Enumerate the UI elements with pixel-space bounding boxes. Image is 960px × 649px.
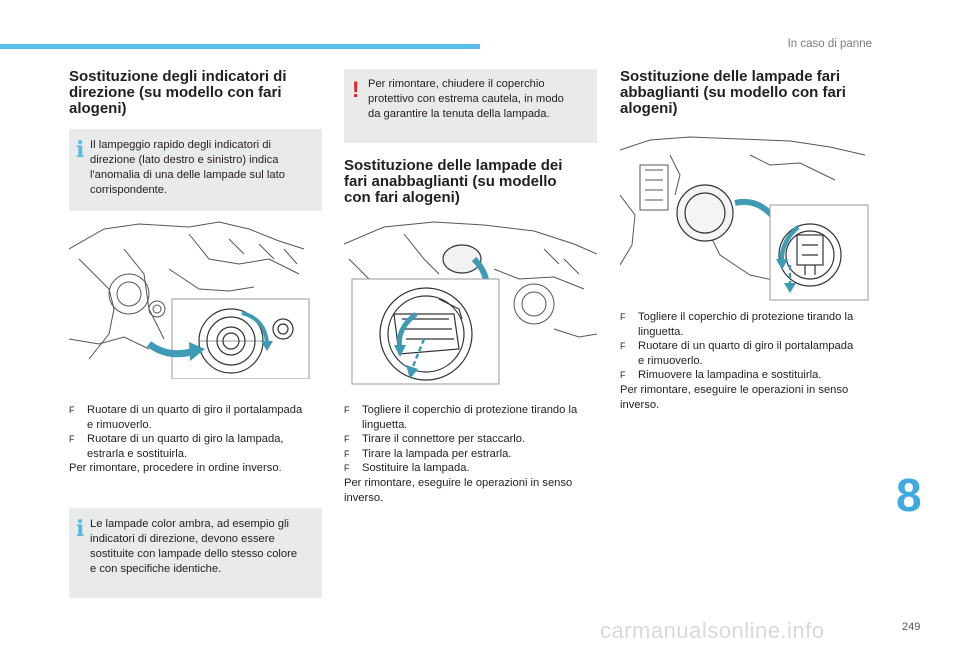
bullet-icon: F: [344, 463, 350, 474]
info-icon: i: [76, 516, 85, 542]
info-box-indicator-flashing: i Il lampeggio rapido degli indicatori d…: [69, 129, 322, 211]
bullet-icon: F: [620, 370, 626, 381]
title-main-beam: Sostituzione delle lampade fari abbaglia…: [620, 68, 846, 117]
reassembly-note: Per rimontare, eseguire le operazioni in…: [344, 476, 573, 489]
chapter-number: 8: [896, 469, 922, 521]
page-number: 249: [902, 621, 921, 633]
step-item: F Tirare il connettore per staccarlo.: [344, 433, 526, 446]
step-item: F Togliere il coperchio di protezione ti…: [344, 404, 578, 431]
bullet-icon: F: [69, 434, 75, 445]
step-item: F Togliere il coperchio di protezione ti…: [620, 311, 854, 338]
step-item: F Sostituire la lampada.: [344, 462, 470, 475]
reassembly-note-cont: inverso.: [620, 398, 660, 411]
step-item: F Ruotare di un quarto di giro la lampad…: [69, 433, 284, 460]
step-item: F Tirare la lampada per estrarla.: [344, 447, 512, 460]
reassembly-note-cont: inverso.: [344, 491, 384, 504]
warning-box-cover: ! Per rimontare, chiudere il coperchio p…: [344, 69, 597, 143]
warning-icon: !: [352, 77, 360, 102]
steps-turn-indicators: F Ruotare di un quarto di giro il portal…: [69, 403, 324, 476]
reassembly-note: Per rimontare, procedere in ordine inver…: [69, 462, 282, 475]
watermark: carmanualsonline.info: [600, 618, 825, 643]
title-dipped-beam: Sostituzione delle lampade dei fari anab…: [344, 157, 563, 206]
dipped-beam-illustration: [344, 221, 597, 385]
main-beam-illustration: [620, 136, 869, 301]
step-item: F Ruotare di un quarto di giro il portal…: [620, 340, 854, 367]
info-box-amber-lamps: i Le lampade color ambra, ad esempio gli…: [69, 508, 322, 598]
bullet-icon: F: [620, 312, 626, 322]
turn-indicator-illustration: [69, 221, 310, 379]
info-icon: i: [76, 137, 85, 163]
bullet-icon: F: [344, 434, 350, 445]
bullet-icon: F: [344, 448, 350, 459]
bullet-icon: F: [69, 405, 75, 415]
title-turn-indicators: Sostituzione degli indicatori di direzio…: [69, 68, 287, 117]
step-item: F Ruotare di un quarto di giro il portal…: [69, 404, 303, 431]
bullet-icon: F: [620, 341, 626, 352]
section-title: In caso di panne: [787, 38, 872, 50]
steps-dipped-beam: F Togliere il coperchio di protezione ti…: [344, 403, 599, 505]
bullet-icon: F: [344, 405, 350, 415]
steps-main-beam: F Togliere il coperchio di protezione ti…: [620, 310, 875, 412]
step-item: F Rimuovere la lampadina e sostituirla.: [620, 369, 822, 382]
header-accent-bar: [0, 44, 480, 49]
reassembly-note: Per rimontare, eseguire le operazioni in…: [620, 383, 849, 396]
